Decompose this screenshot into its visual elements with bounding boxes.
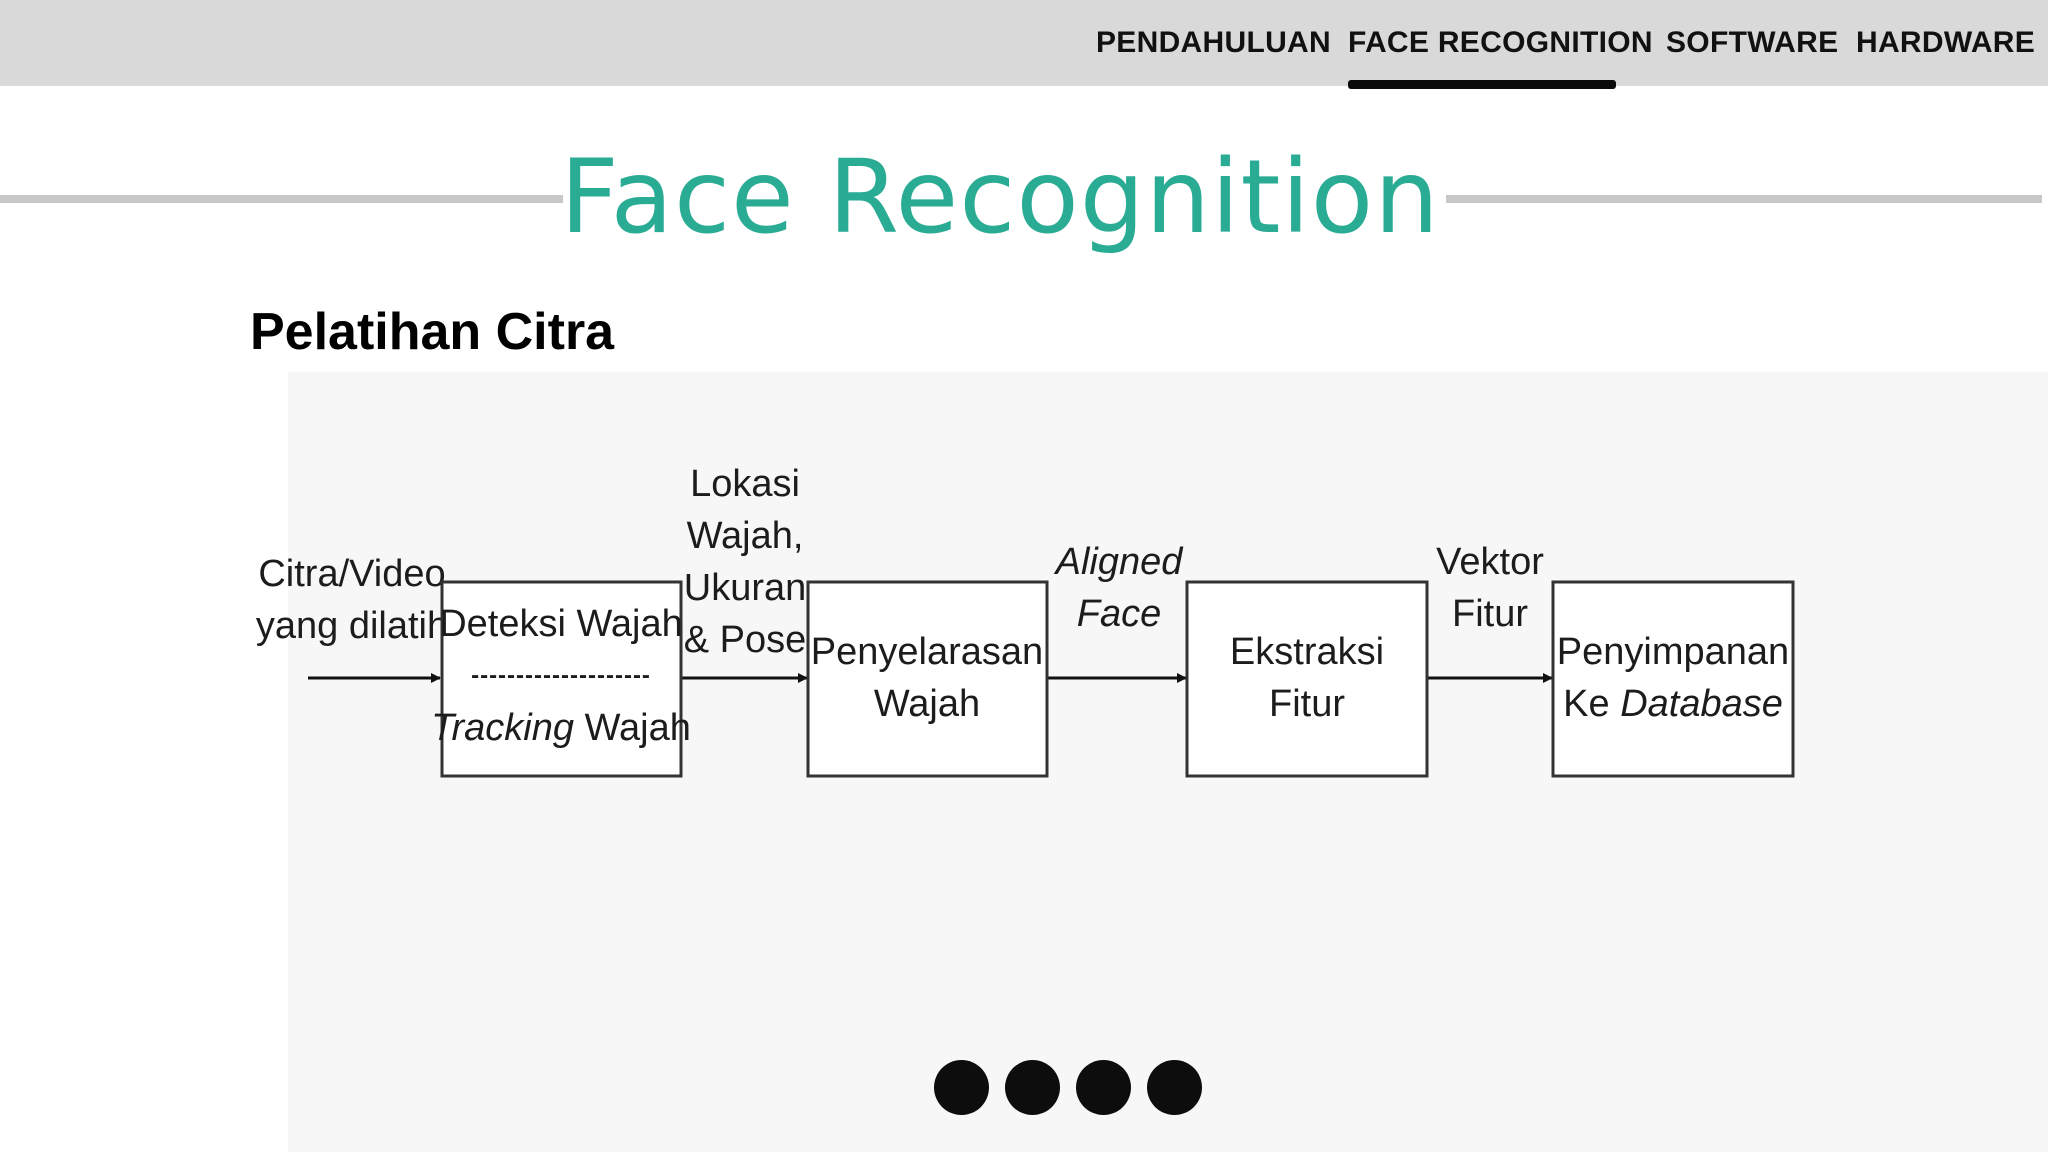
block-database-storage-line1: Penyimpanan <box>1557 631 1789 673</box>
block-face-detection <box>440 580 683 778</box>
edge-label-location-line1: Lokasi <box>690 463 800 505</box>
edge-label-aligned-line1: Aligned <box>1054 541 1185 583</box>
pagination-dot-4[interactable] <box>1147 1060 1202 1115</box>
nav-item-face-recognition[interactable]: FACE RECOGNITION <box>1348 26 1653 59</box>
edge-label-vector-line2: Fitur <box>1452 593 1528 635</box>
block-feature-extraction-line1: Ekstraksi <box>1230 631 1384 673</box>
title-rule-right <box>1446 195 2042 203</box>
block-face-tracking-label: Tracking Wajah <box>431 707 691 749</box>
active-nav-indicator <box>1348 80 1616 89</box>
edge-label-location-line2: Wajah, <box>687 515 804 557</box>
tracking-italic: Tracking <box>431 707 574 749</box>
edge-label-aligned-line2: Face <box>1077 593 1161 635</box>
input-label-line2: yang dilatih <box>256 605 448 647</box>
nav-item-software[interactable]: SOFTWARE <box>1666 26 1839 59</box>
input-label-line1: Citra/Video <box>258 553 445 595</box>
slide-title: Face Recognition <box>560 138 1440 257</box>
block-feature-extraction <box>1185 580 1429 778</box>
nav-item-pendahuluan[interactable]: PENDAHULUAN <box>1096 26 1331 59</box>
nav-item-hardware[interactable]: HARDWARE <box>1856 26 2036 59</box>
block-separator: -------------------- <box>471 662 651 689</box>
edge-label-location-line3: Ukuran <box>684 567 807 609</box>
block-face-detection-label: Deteksi Wajah <box>439 603 683 645</box>
top-nav-bar: PENDAHULUAN FACE RECOGNITION SOFTWARE HA… <box>0 0 2048 89</box>
storage-italic: Database <box>1620 683 1783 725</box>
edge-label-location-line4: & Pose <box>684 619 807 661</box>
title-rule-left <box>0 195 563 203</box>
pagination-dot-1[interactable] <box>934 1060 989 1115</box>
pagination-dot-3[interactable] <box>1076 1060 1131 1115</box>
tracking-rest: Wajah <box>574 707 691 749</box>
block-database-storage-line2: Ke Database <box>1563 683 1783 725</box>
edge-label-vector-line1: Vektor <box>1436 541 1544 583</box>
block-face-alignment-line2: Wajah <box>874 683 980 725</box>
storage-plain: Ke <box>1563 683 1620 725</box>
pagination-dot-2[interactable] <box>1005 1060 1060 1115</box>
block-database-storage <box>1551 580 1795 778</box>
block-face-alignment <box>806 580 1049 778</box>
block-feature-extraction-line2: Fitur <box>1269 683 1345 725</box>
block-face-alignment-line1: Penyelarasan <box>811 631 1043 673</box>
section-heading: Pelatihan Citra <box>250 303 615 361</box>
slide-pagination <box>934 1060 1202 1116</box>
